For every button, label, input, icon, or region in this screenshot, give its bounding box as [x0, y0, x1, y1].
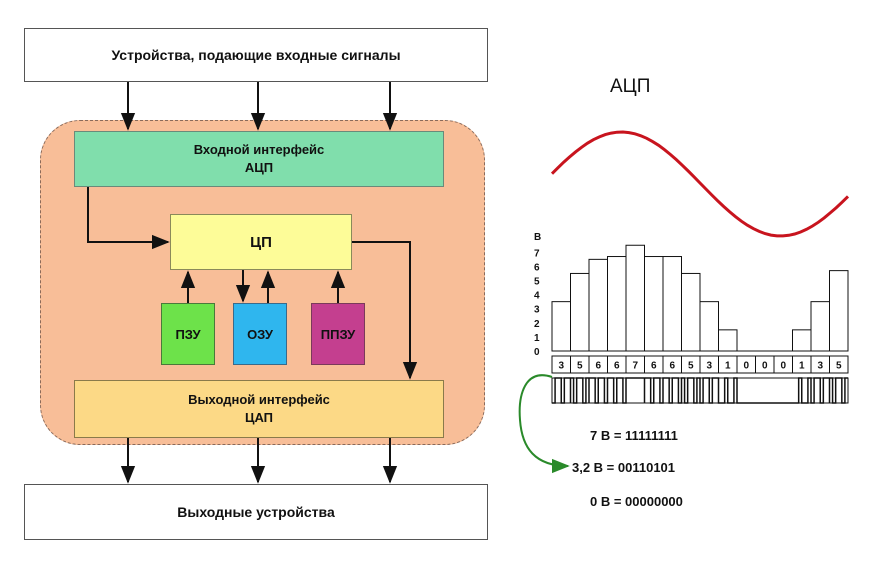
- category-label: 6: [651, 361, 657, 372]
- category-label: 5: [577, 361, 583, 372]
- bar: [570, 272, 590, 352]
- bar: [681, 272, 701, 352]
- input-interface-line1: Входной интерфейс: [193, 142, 325, 157]
- digital-pulse-train: [551, 377, 849, 404]
- category-label: 1: [725, 361, 731, 372]
- analog-signal-wave: [550, 130, 850, 238]
- bar: [607, 256, 627, 352]
- input-devices-box: Устройства, подающие входные сигналы: [24, 28, 488, 82]
- bar: [662, 256, 682, 352]
- y-tick-label: 1: [534, 333, 540, 344]
- rom-box: ПЗУ: [161, 303, 215, 365]
- y-tick-label: 3: [534, 305, 540, 316]
- category-cell: [829, 355, 849, 374]
- category-label: 3: [558, 361, 564, 372]
- y-tick-label: 6: [534, 262, 540, 273]
- cpu-box: ЦП: [170, 214, 352, 270]
- bar: [551, 301, 571, 352]
- y-tick-label: 0: [534, 347, 540, 358]
- bar: [588, 258, 608, 352]
- pulse-frame: [551, 377, 849, 404]
- input-devices-label: Устройства, подающие входные сигналы: [111, 47, 401, 63]
- y-tick-label: 5: [534, 277, 540, 288]
- prom-box: ППЗУ: [311, 303, 365, 365]
- input-interface-line2: АЦП: [244, 160, 274, 175]
- bars: [551, 244, 849, 352]
- rom-label: ПЗУ: [175, 326, 201, 342]
- ram-label: ОЗУ: [247, 326, 273, 342]
- bar: [810, 301, 830, 352]
- prom-label: ППЗУ: [320, 326, 356, 342]
- adc-title: АЦП: [610, 76, 651, 97]
- output-interface-line1: Выходной интерфейс: [188, 392, 330, 407]
- category-label: 7: [632, 361, 638, 372]
- output-devices-box: Выходные устройства: [24, 484, 488, 540]
- y-tick-label: 4: [534, 291, 540, 302]
- category-label: 6: [595, 361, 601, 372]
- output-interface-box: Выходной интерфейс ЦАП: [74, 380, 444, 438]
- output-devices-label: Выходные устройства: [177, 504, 335, 520]
- bar: [699, 301, 719, 352]
- category-label: 3: [817, 361, 823, 372]
- code-line-3-2v: 3,2 В = 00110101: [572, 460, 676, 475]
- bar: [718, 329, 738, 352]
- cpu-label: ЦП: [250, 233, 272, 251]
- y-axis-unit-label: В: [534, 232, 541, 243]
- bar: [644, 256, 664, 352]
- category-label: 0: [762, 361, 768, 372]
- category-label: 6: [614, 361, 620, 372]
- y-axis-ticks: 0 1 2 3 4 5 6 7: [534, 248, 540, 358]
- code-line-0v: 0 В = 00000000: [590, 494, 683, 509]
- output-interface-line2: ЦАП: [244, 410, 274, 425]
- code-pointer-arrow: [518, 374, 570, 474]
- category-label: 6: [669, 361, 675, 372]
- category-label: 1: [799, 361, 805, 372]
- pulse-line: [552, 377, 848, 404]
- bar: [829, 270, 849, 352]
- category-label: 3: [706, 361, 712, 372]
- category-label: 5: [688, 361, 694, 372]
- input-interface-box: Входной интерфейс АЦП: [74, 131, 444, 187]
- y-tick-label: 2: [534, 319, 540, 330]
- category-label: 0: [743, 361, 749, 372]
- bar: [792, 329, 812, 352]
- category-cells: 3 5 6 6 7 6 6 5 3 1 0 0 0 1 3 5: [551, 355, 849, 374]
- category-label: 5: [836, 361, 842, 372]
- arrow-cpu-to-out: [352, 241, 418, 380]
- ram-box: ОЗУ: [233, 303, 287, 365]
- bar: [625, 244, 645, 352]
- category-label: 0: [780, 361, 786, 372]
- code-line-7v: 7 В = 11111111: [590, 428, 678, 443]
- arrow-iface-to-cpu: [87, 187, 170, 250]
- y-tick-label: 7: [534, 248, 540, 259]
